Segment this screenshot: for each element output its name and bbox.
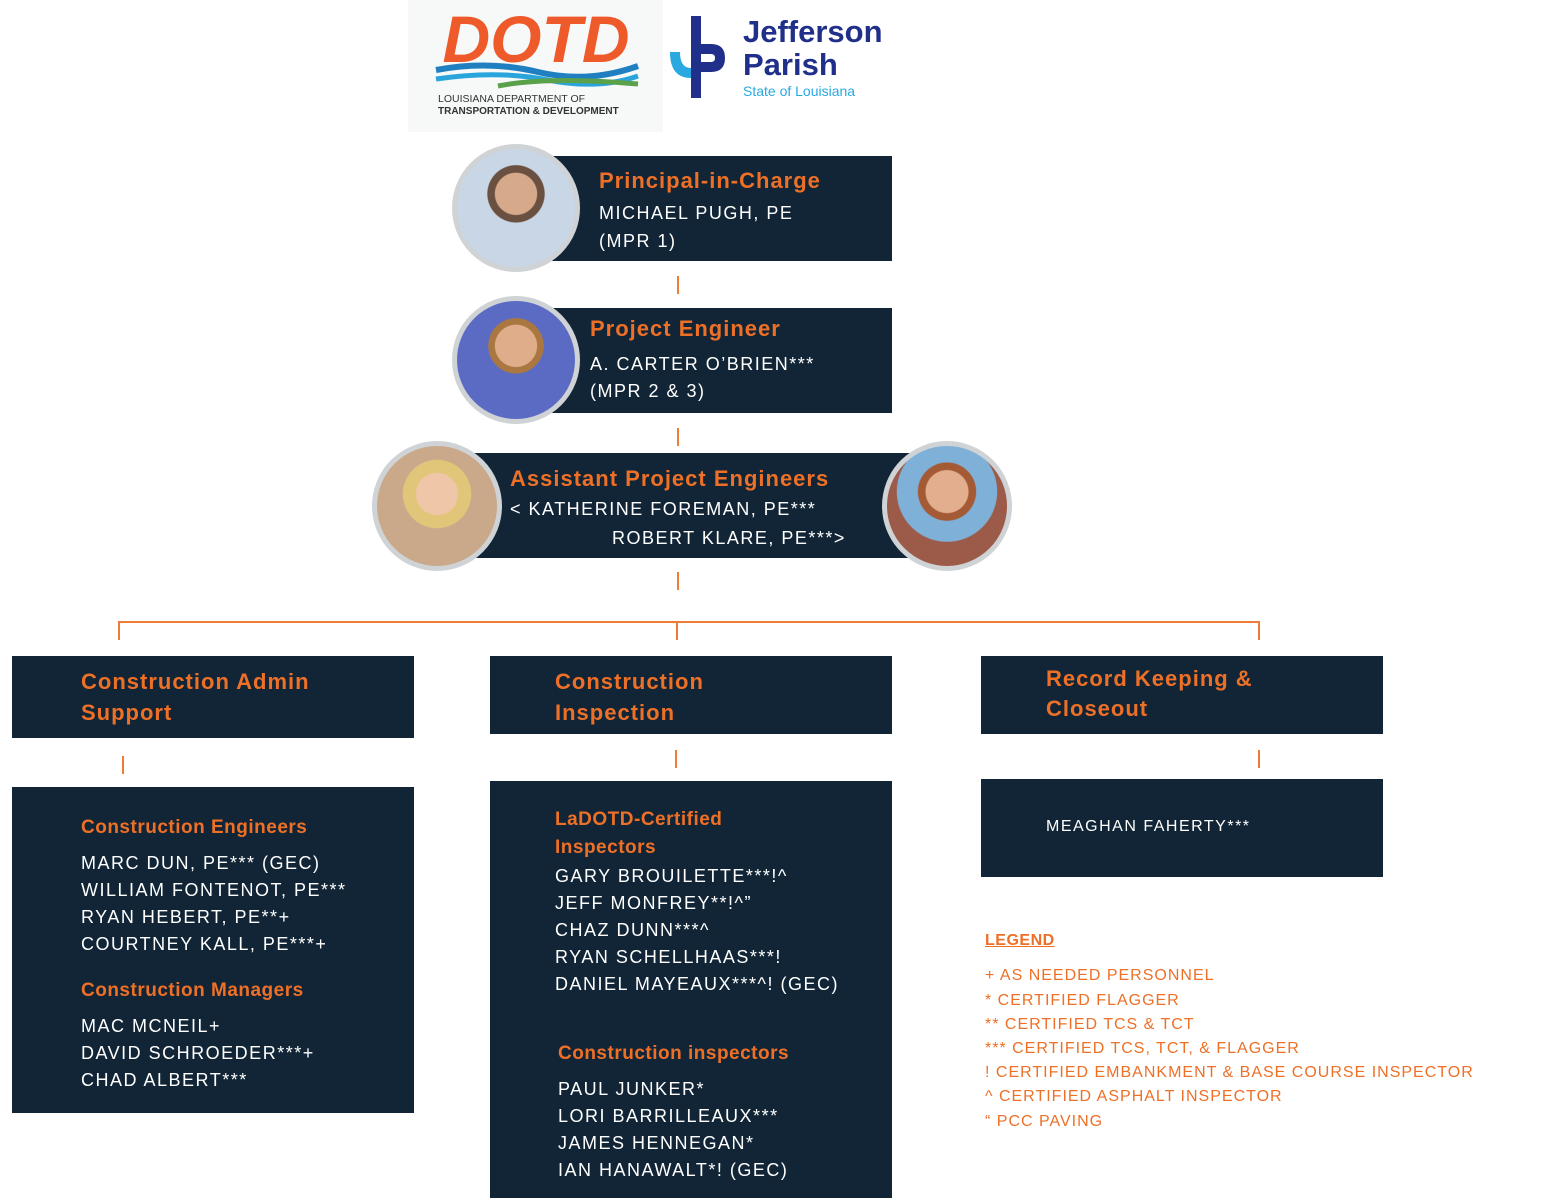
admin-engineer-2: WILLIAM FONTENOT, PE***: [81, 880, 347, 900]
group-inspection-header: [490, 656, 892, 734]
assistants-box: [440, 453, 940, 558]
construction-inspector-2: LORI BARRILLEAUX***: [558, 1106, 779, 1126]
jp-logo-line1: Jefferson: [743, 14, 883, 49]
principal-title: Principal-in-Charge: [599, 168, 821, 193]
jefferson-parish-logo: Jefferson Parish State of Louisiana: [665, 8, 905, 103]
project-engineer-title: Project Engineer: [590, 316, 781, 341]
jp-logo-line3: State of Louisiana: [743, 83, 855, 99]
records-person-1: MEAGHAN FAHERTY***: [1046, 818, 1251, 835]
assistant-photo-left: [372, 441, 502, 571]
principal-photo: [452, 144, 580, 272]
project-engineer-photo: [452, 296, 580, 424]
branch-drop-right: [1258, 621, 1260, 640]
legend-item-5: ! CERTIFIED EMBANKMENT & BASE COURSE INS…: [985, 1064, 1474, 1081]
dotd-logo-line1: LOUISIANA DEPARTMENT OF: [438, 93, 585, 105]
jp-logo-line2: Parish: [743, 47, 838, 82]
admin-manager-2: DAVID SCHROEDER***+: [81, 1043, 315, 1063]
legend-item-4: *** CERTIFIED TCS, TCT, & FLAGGER: [985, 1040, 1300, 1057]
admin-detail-box: [12, 787, 414, 1113]
certified-inspectors-title-1: LaDOTD-Certified: [555, 809, 723, 830]
dotd-logo: DOTD LOUISIANA DEPARTMENT OF TRANSPORTAT…: [408, 0, 663, 132]
certified-inspector-4: RYAN SCHELLHAAS***!: [555, 947, 782, 967]
group-inspection-title-2: Inspection: [555, 700, 676, 725]
group-admin-header: [12, 656, 414, 738]
certified-inspectors-title-2: Inspectors: [555, 837, 657, 858]
dotd-logo-graphic: DOTD LOUISIANA DEPARTMENT OF TRANSPORTAT…: [435, 2, 640, 117]
legend-item-7: “ PCC PAVING: [985, 1113, 1104, 1130]
connector: [677, 572, 679, 590]
project-engineer-note: (MPR 2 & 3): [590, 381, 706, 401]
principal-box: [520, 156, 892, 261]
group-admin-title-1: Construction Admin: [81, 669, 310, 694]
certified-inspector-1: GARY BROUILETTE***!^: [555, 866, 788, 886]
branch-drop-center: [676, 621, 678, 640]
project-engineer-box: [520, 308, 892, 413]
jefferson-parish-graphic: Jefferson Parish State of Louisiana: [670, 14, 883, 99]
assistants-line1: < KATHERINE FOREMAN, PE***: [510, 499, 817, 519]
dotd-logo-line2: TRANSPORTATION & DEVELOPMENT: [438, 106, 619, 117]
construction-inspector-3: JAMES HENNEGAN*: [558, 1133, 755, 1153]
construction-inspectors-title: Construction inspectors: [558, 1043, 790, 1064]
assistants-title: Assistant Project Engineers: [510, 466, 830, 491]
certified-inspector-2: JEFF MONFREY**!^”: [555, 893, 752, 913]
construction-engineers-title: Construction Engineers: [81, 817, 308, 838]
principal-name: MICHAEL PUGH, PE: [599, 203, 794, 223]
admin-engineer-1: MARC DUN, PE*** (GEC): [81, 853, 321, 873]
admin-manager-1: MAC MCNEIL+: [81, 1016, 222, 1036]
admin-engineer-4: COURTNEY KALL, PE***+: [81, 934, 328, 954]
connector: [677, 428, 679, 446]
group-records-header: [981, 656, 1383, 734]
legend-item-2: * CERTIFIED FLAGGER: [985, 992, 1180, 1009]
legend-item-6: ^ CERTIFIED ASPHALT INSPECTOR: [985, 1088, 1283, 1105]
group-records-title-1: Record Keeping &: [1046, 666, 1253, 691]
construction-inspector-4: IAN HANAWALT*! (GEC): [558, 1160, 789, 1180]
construction-managers-title: Construction Managers: [81, 980, 304, 1001]
certified-inspector-3: CHAZ DUNN***^: [555, 920, 710, 940]
assistants-line2: ROBERT KLARE, PE***>: [612, 528, 846, 548]
assistant-photo-right: [882, 441, 1012, 571]
connector: [122, 756, 124, 774]
group-admin-title-2: Support: [81, 700, 173, 725]
project-engineer-name: A. CARTER O’BRIEN***: [590, 354, 815, 374]
connector: [675, 750, 677, 768]
certified-inspector-5: DANIEL MAYEAUX***^! (GEC): [555, 974, 839, 994]
inspection-detail-box: [490, 781, 892, 1198]
branch-line: [118, 621, 1260, 623]
legend-title: LEGEND: [985, 932, 1055, 949]
legend-item-1: + AS NEEDED PERSONNEL: [985, 967, 1215, 984]
admin-engineer-3: RYAN HEBERT, PE**+: [81, 907, 291, 927]
branch-drop-left: [118, 621, 120, 640]
records-detail-box: [981, 779, 1383, 877]
admin-manager-3: CHAD ALBERT***: [81, 1070, 248, 1090]
principal-note: (MPR 1): [599, 231, 677, 251]
legend-item-3: ** CERTIFIED TCS & TCT: [985, 1016, 1195, 1033]
group-inspection-title-1: Construction: [555, 669, 704, 694]
connector: [1258, 750, 1260, 768]
construction-inspector-1: PAUL JUNKER*: [558, 1079, 706, 1099]
group-records-title-2: Closeout: [1046, 696, 1149, 721]
connector: [677, 276, 679, 294]
